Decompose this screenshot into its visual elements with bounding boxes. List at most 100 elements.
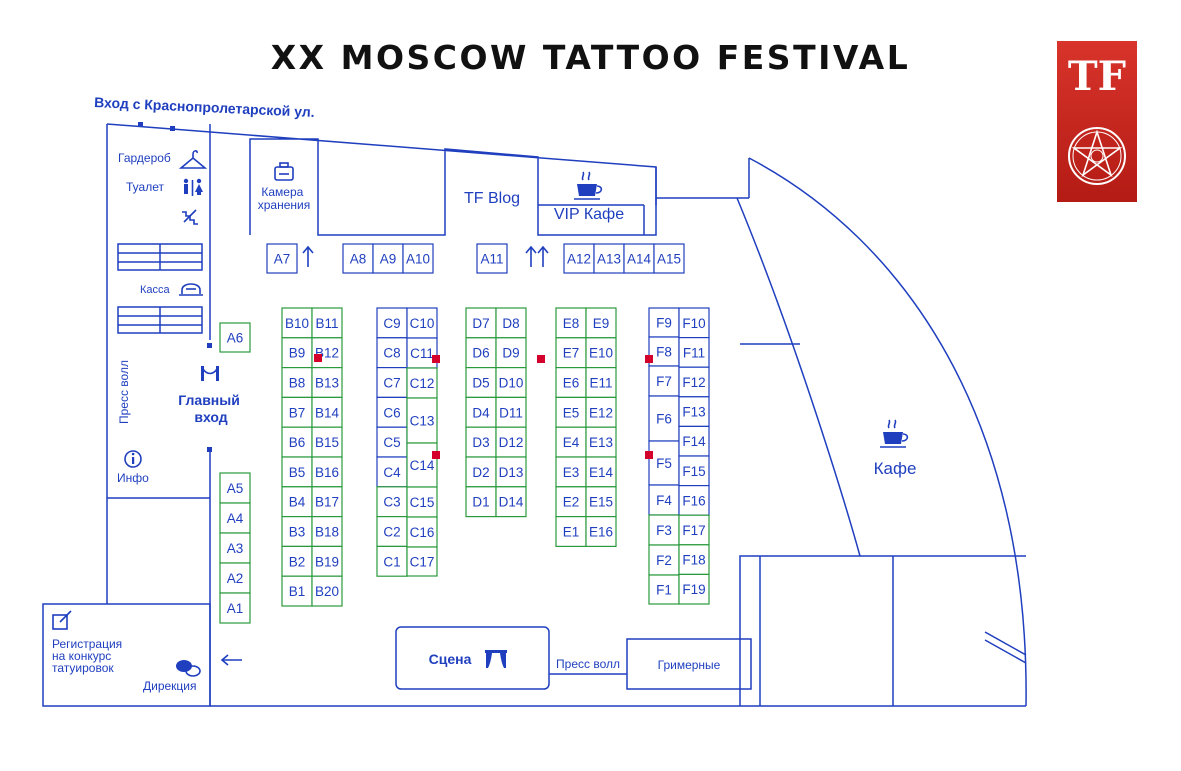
booth-f15[interactable]: F15 <box>678 455 710 487</box>
booth-e8[interactable]: E8 <box>555 307 587 339</box>
booth-d4[interactable]: D4 <box>465 396 497 428</box>
booth-c4[interactable]: C4 <box>376 456 408 488</box>
booth-c9[interactable]: C9 <box>376 307 408 339</box>
booth-b4[interactable]: B4 <box>281 486 313 518</box>
booth-a15[interactable]: A15 <box>653 243 685 274</box>
booth-e12[interactable]: E12 <box>585 396 617 428</box>
booth-a14[interactable]: A14 <box>623 243 655 274</box>
booth-d11[interactable]: D11 <box>495 396 527 428</box>
booth-b1[interactable]: B1 <box>281 575 313 607</box>
booth-a4[interactable]: A4 <box>219 502 251 534</box>
booth-c17[interactable]: C17 <box>406 546 438 577</box>
booth-d3[interactable]: D3 <box>465 426 497 458</box>
booth-f8[interactable]: F8 <box>648 336 680 367</box>
booth-b13[interactable]: B13 <box>311 367 343 399</box>
booth-f18[interactable]: F18 <box>678 544 710 575</box>
booth-b20[interactable]: B20 <box>311 575 343 607</box>
booth-e15[interactable]: E15 <box>585 486 617 518</box>
booth-a6[interactable]: A6 <box>219 322 251 353</box>
booth-a10[interactable]: A10 <box>402 243 434 274</box>
booth-c10[interactable]: C10 <box>406 307 438 339</box>
booth-e4[interactable]: E4 <box>555 426 587 458</box>
booth-b18[interactable]: B18 <box>311 515 343 547</box>
booth-f12[interactable]: F12 <box>678 366 710 398</box>
booth-a12[interactable]: A12 <box>563 243 595 274</box>
booth-e6[interactable]: E6 <box>555 367 587 399</box>
booth-e9[interactable]: E9 <box>585 307 617 339</box>
booth-c14[interactable]: C14 <box>406 442 438 488</box>
booth-f17[interactable]: F17 <box>678 514 710 546</box>
booth-b17[interactable]: B17 <box>311 486 343 518</box>
booth-c2[interactable]: C2 <box>376 515 408 547</box>
booth-b14[interactable]: B14 <box>311 396 343 428</box>
booth-e2[interactable]: E2 <box>555 486 587 518</box>
booth-b9[interactable]: B9 <box>281 337 313 369</box>
booth-b15[interactable]: B15 <box>311 426 343 458</box>
booth-a13[interactable]: A13 <box>593 243 625 274</box>
booth-f9[interactable]: F9 <box>648 307 680 338</box>
booth-c5[interactable]: C5 <box>376 426 408 458</box>
booth-d10[interactable]: D10 <box>495 367 527 399</box>
booth-c11[interactable]: C11 <box>406 337 438 369</box>
booth-c3[interactable]: C3 <box>376 486 408 518</box>
booth-e1[interactable]: E1 <box>555 515 587 547</box>
booth-d9[interactable]: D9 <box>495 337 527 369</box>
booth-f19[interactable]: F19 <box>678 573 710 605</box>
booth-b8[interactable]: B8 <box>281 367 313 399</box>
booth-f5[interactable]: F5 <box>648 440 680 486</box>
booth-b6[interactable]: B6 <box>281 426 313 458</box>
booth-f11[interactable]: F11 <box>678 337 710 368</box>
booth-f14[interactable]: F14 <box>678 425 710 457</box>
booth-f4[interactable]: F4 <box>648 484 680 516</box>
booth-a2[interactable]: A2 <box>219 562 251 594</box>
booth-d1[interactable]: D1 <box>465 486 497 518</box>
booth-b12[interactable]: B12 <box>311 337 343 369</box>
booth-b19[interactable]: B19 <box>311 545 343 577</box>
booth-d2[interactable]: D2 <box>465 456 497 488</box>
booth-c6[interactable]: C6 <box>376 396 408 428</box>
booth-e5[interactable]: E5 <box>555 396 587 428</box>
booth-d6[interactable]: D6 <box>465 337 497 369</box>
booth-b2[interactable]: B2 <box>281 545 313 577</box>
booth-c8[interactable]: C8 <box>376 337 408 369</box>
booth-b10[interactable]: B10 <box>281 307 313 339</box>
booth-f7[interactable]: F7 <box>648 365 680 397</box>
booth-e3[interactable]: E3 <box>555 456 587 488</box>
booth-b3[interactable]: B3 <box>281 515 313 547</box>
booth-f10[interactable]: F10 <box>678 307 710 339</box>
booth-e14[interactable]: E14 <box>585 456 617 488</box>
booth-f16[interactable]: F16 <box>678 485 710 516</box>
booth-c16[interactable]: C16 <box>406 516 438 548</box>
booth-a3[interactable]: A3 <box>219 532 251 564</box>
booth-f1[interactable]: F1 <box>648 574 680 605</box>
booth-d13[interactable]: D13 <box>495 456 527 488</box>
booth-a9[interactable]: A9 <box>372 243 404 274</box>
booth-e13[interactable]: E13 <box>585 426 617 458</box>
booth-a1[interactable]: A1 <box>219 592 251 624</box>
booth-d8[interactable]: D8 <box>495 307 527 339</box>
booth-b5[interactable]: B5 <box>281 456 313 488</box>
booth-c13[interactable]: C13 <box>406 397 438 444</box>
booth-b16[interactable]: B16 <box>311 456 343 488</box>
booth-a7[interactable]: A7 <box>266 243 298 274</box>
booth-f2[interactable]: F2 <box>648 544 680 576</box>
booth-a5[interactable]: A5 <box>219 472 251 504</box>
booth-c12[interactable]: C12 <box>406 367 438 399</box>
booth-b11[interactable]: B11 <box>311 307 343 339</box>
booth-d5[interactable]: D5 <box>465 367 497 399</box>
booth-e16[interactable]: E16 <box>585 515 617 547</box>
booth-f13[interactable]: F13 <box>678 396 710 427</box>
booth-d7[interactable]: D7 <box>465 307 497 339</box>
booth-e10[interactable]: E10 <box>585 337 617 369</box>
booth-e7[interactable]: E7 <box>555 337 587 369</box>
booth-c1[interactable]: C1 <box>376 545 408 577</box>
booth-a8[interactable]: A8 <box>342 243 374 274</box>
booth-d14[interactable]: D14 <box>495 486 527 518</box>
booth-d12[interactable]: D12 <box>495 426 527 458</box>
booth-f3[interactable]: F3 <box>648 514 680 546</box>
booth-b7[interactable]: B7 <box>281 396 313 428</box>
booth-c15[interactable]: C15 <box>406 486 438 518</box>
booth-e11[interactable]: E11 <box>585 367 617 399</box>
booth-f6[interactable]: F6 <box>648 395 680 442</box>
booth-a11[interactable]: A11 <box>476 243 508 274</box>
